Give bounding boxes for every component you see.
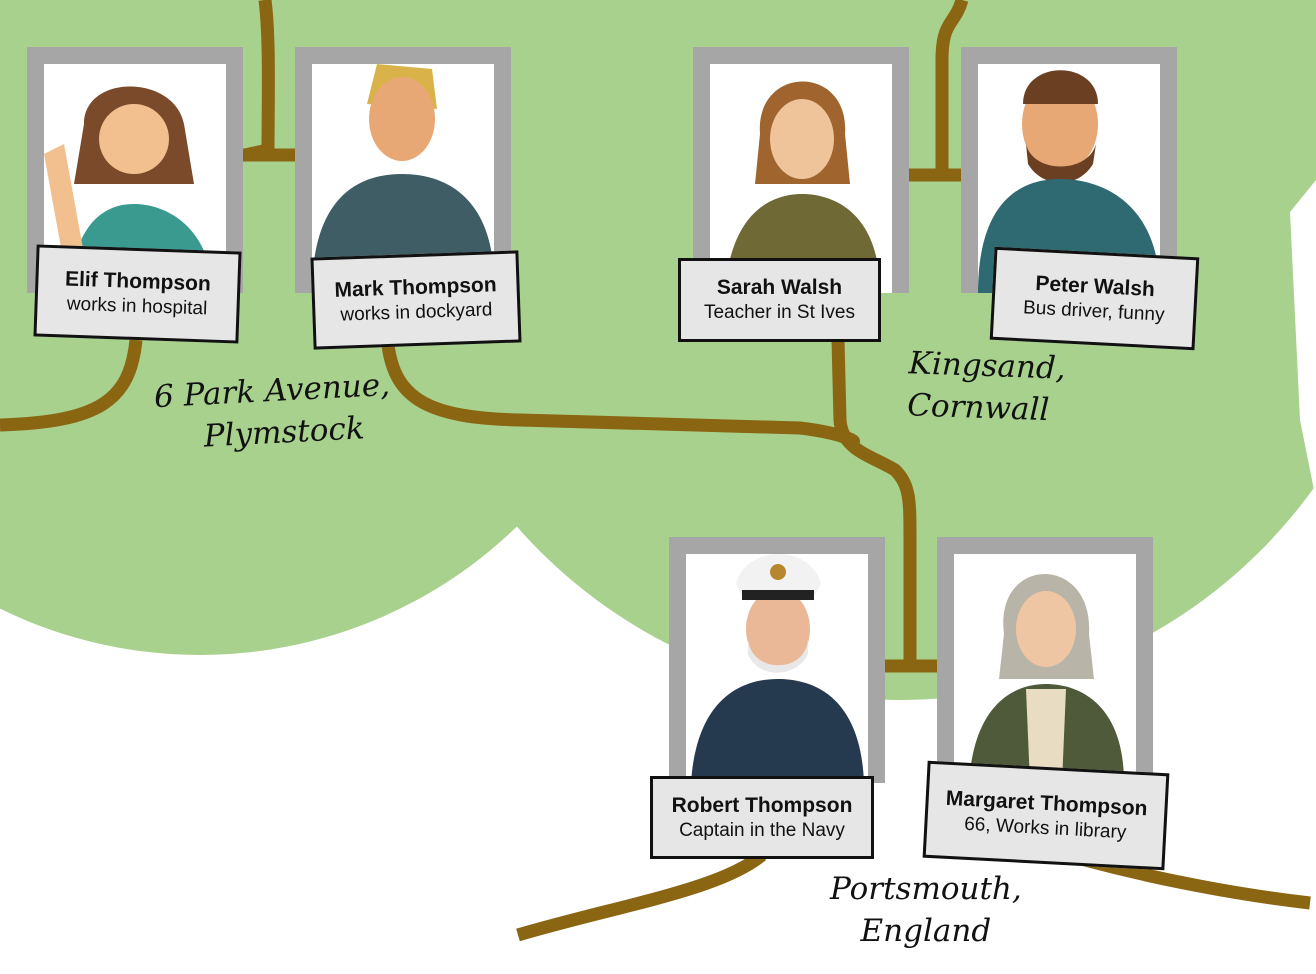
- person-label-robert: Robert Thompson Captain in the Navy: [650, 776, 874, 859]
- place-line: England: [860, 913, 992, 949]
- portrait-robert: [691, 554, 864, 783]
- person-name: Robert Thompson: [671, 793, 853, 817]
- portrait-frame-mark: [295, 47, 511, 293]
- person-name: Sarah Walsh: [716, 276, 843, 299]
- tree-branches: [0, 0, 1311, 942]
- place-kingsand: Kingsand, Cornwall: [907, 342, 1067, 431]
- portrait-frame-sarah: [693, 47, 909, 293]
- person-role: Captain in the Navy: [679, 819, 845, 841]
- place-line: Cornwall: [906, 387, 1050, 429]
- portrait-margaret: [969, 574, 1124, 783]
- place-line: Kingsand,: [908, 345, 1067, 387]
- person-label-sarah: Sarah Walsh Teacher in St Ives: [678, 258, 881, 342]
- person-label-elif: Elif Thompson works in hospital: [33, 244, 242, 344]
- person-label-peter: Peter Walsh Bus driver, funny: [989, 246, 1200, 351]
- place-portsmouth: Portsmouth, England: [830, 868, 1022, 952]
- place-plymstock: 6 Park Avenue, Plymstock: [153, 364, 393, 460]
- portrait-frame-robert: [669, 537, 885, 783]
- person-label-margaret: Margaret Thompson 66, Works in library: [922, 760, 1170, 871]
- person-role: Teacher in St Ives: [703, 302, 856, 323]
- place-line: Portsmouth,: [830, 871, 1022, 907]
- portrait-frame-margaret: [937, 537, 1153, 783]
- person-label-mark: Mark Thompson works in dockyard: [310, 250, 522, 350]
